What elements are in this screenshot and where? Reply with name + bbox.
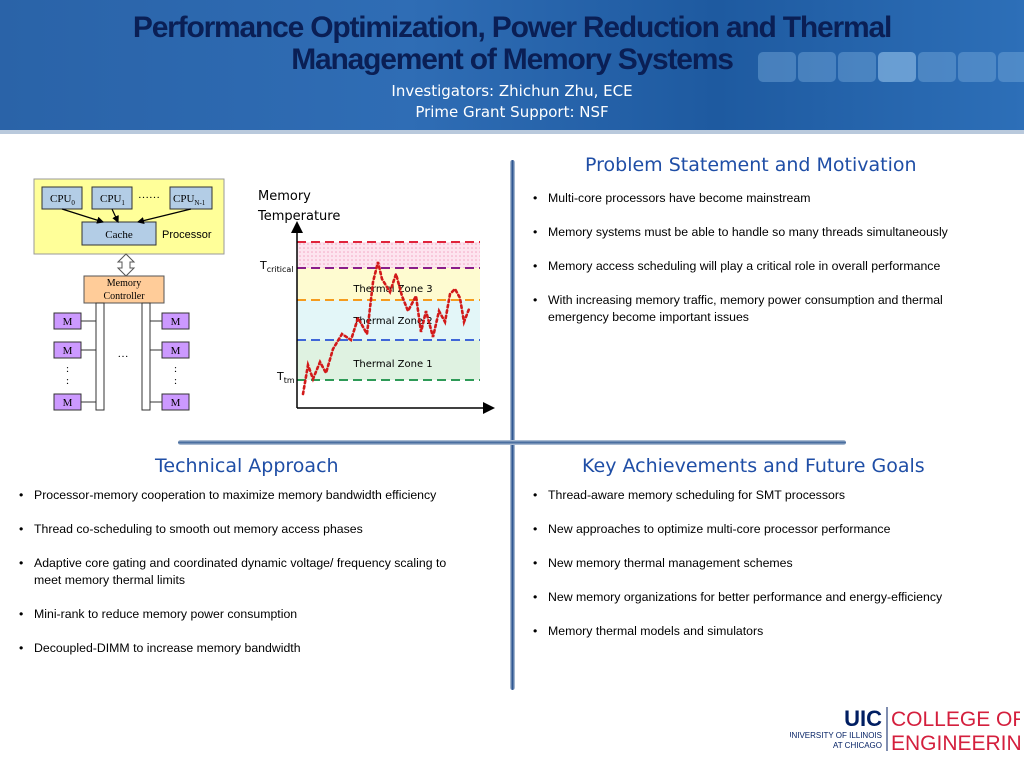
zone-2-label: Thermal Zone 2 [352,316,432,327]
uic-engineering-logo: UIC UNIVERSITY OF ILLINOIS AT CHICAGO CO… [790,706,1020,755]
cpu1-cache-arrow [111,208,119,224]
left-memory-bus [95,302,105,411]
memory-module [53,341,82,359]
memory-controller-label-2: Controller [103,291,145,302]
cache-label: Cache [105,229,133,241]
processor-label: Processor [162,229,212,241]
memory-module-label: M [171,397,181,409]
memory-module-label: M [171,345,181,357]
cache-box [81,221,157,246]
achievement-item: New memory thermal management schemes [528,555,958,572]
problem-section-title: Problem Statement and Motivation [585,154,917,176]
approach-item: Processor-memory cooperation to maximize… [14,487,454,504]
uic-wordmark: UIC [844,706,882,731]
approach-item: Adaptive core gating and coordinated dyn… [14,555,454,589]
channel-ellipsis: … [118,348,129,360]
memory-module [53,393,82,411]
approach-item: Thread co-scheduling to smooth out memor… [14,521,454,538]
problem-item: Memory access scheduling will play a cri… [528,258,958,275]
memory-module [53,312,82,330]
chart-ylabel-line-1: Memory [258,189,311,204]
achievements-section-title: Key Achievements and Future Goals [582,455,925,477]
memory-system-diagram: CPU0 CPU1 …… CPUN-1 Cache Processor Memo… [33,178,225,411]
header-underline [0,130,1024,134]
achievement-item: New approaches to optimize multi-core pr… [528,521,958,538]
title-line-1: Performance Optimization, Power Reductio… [132,11,892,44]
approach-item: Decoupled-DIMM to increase memory bandwi… [14,640,454,657]
investigators: Investigators: Zhichun Zhu, ECE [391,82,633,100]
zone-3-label: Thermal Zone 3 [352,284,432,295]
college-of-text: COLLEGE OF [891,708,1020,731]
horizontal-divider [178,440,846,445]
header-decor-square [758,52,796,82]
achievement-item: Memory thermal models and simulators [528,623,958,640]
thermal-zone-chart: Memory Temperature Thermal Zone 3 Therma… [257,189,495,414]
memory-module [161,341,190,359]
cpu-ellipsis: …… [138,189,160,201]
grant-support: Prime Grant Support: NSF [415,103,609,121]
chart-ylabel-line-2: Temperature [257,209,340,224]
cpu-n-label: CPUN-1 [173,193,206,207]
vertical-divider [510,160,515,690]
vertical-dots-right: : [174,363,177,375]
thermal-zone-1-band [297,340,480,380]
temperature-trace [301,261,471,396]
engineering-text: ENGINEERING [891,732,1020,755]
approach-list: Processor-memory cooperation to maximize… [14,487,454,674]
cpu-1-label: CPU1 [100,193,125,207]
cpun-cache-arrow [136,208,192,225]
memory-module [161,393,190,411]
header-decor-square [838,52,876,82]
achievement-item: New memory organizations for better perf… [528,589,958,606]
header-decor-square [918,52,956,82]
header-decor-square [958,52,996,82]
memory-module-label: M [63,345,73,357]
header-decor-square [798,52,836,82]
achievements-list: Thread-aware memory scheduling for SMT p… [528,487,958,657]
achievement-item: Thread-aware memory scheduling for SMT p… [528,487,958,504]
header-decor-square [998,52,1024,82]
right-memory-bus [141,302,151,411]
t-critical-label: Tcritical [259,259,294,274]
vertical-dots-left: : [66,363,69,375]
cpu-0-label: CPU0 [50,193,75,207]
header-banner: Performance Optimization, Power Reductio… [0,0,1024,130]
problem-item: Multi-core processors have become mainst… [528,190,958,207]
problem-list: Multi-core processors have become mainst… [528,190,958,343]
t-tm-label: Ttm [276,370,295,385]
memory-controller-label-1: Memory [107,278,141,289]
memory-controller-box [83,275,165,304]
memory-module [161,312,190,330]
problem-item: With increasing memory traffic, memory p… [528,292,958,326]
processor-controller-link [116,253,136,277]
memory-module-label: M [63,397,73,409]
title-line-2: Management of Memory Systems [291,43,734,76]
memory-module-label: M [63,316,73,328]
problem-item: Memory systems must be able to handle so… [528,224,958,241]
cpu0-cache-arrow [61,208,105,224]
approach-section-title: Technical Approach [155,455,339,477]
zone-1-label: Thermal Zone 1 [352,359,432,370]
approach-item: Mini-rank to reduce memory power consump… [14,606,454,623]
critical-zone-band [297,242,480,268]
vertical-dots-left: : [66,375,69,387]
memory-module-label: M [171,316,181,328]
university-line-2: AT CHICAGO [833,741,882,750]
thermal-zone-2-band [297,300,480,340]
header-decor-square [878,52,916,82]
university-line-1: UNIVERSITY OF ILLINOIS [790,731,882,740]
vertical-dots-right: : [174,375,177,387]
